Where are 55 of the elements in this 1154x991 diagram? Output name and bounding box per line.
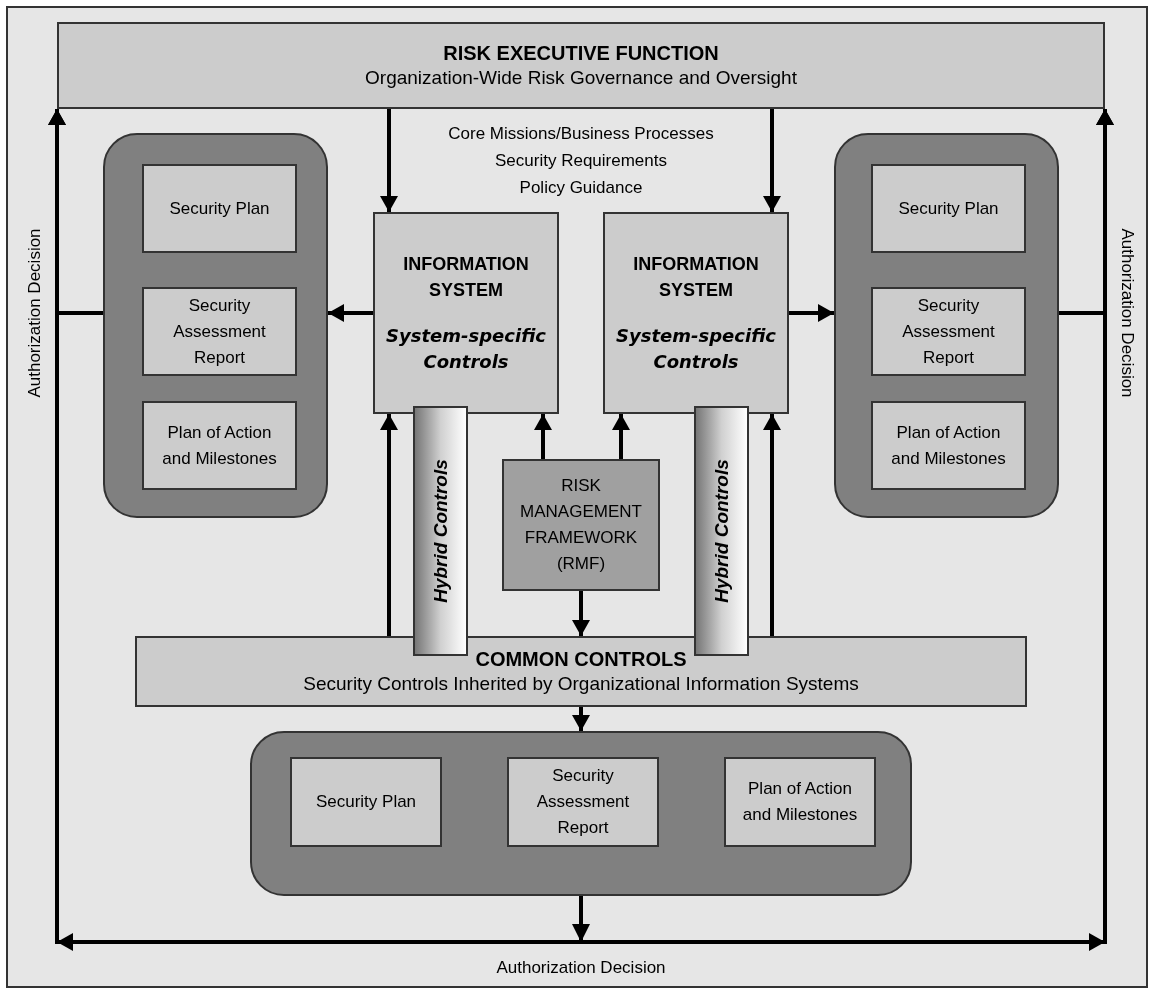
flow-label: Core Missions/Business Processes <box>448 123 714 145</box>
framework-box <box>502 459 660 591</box>
subheading: System-speciﬁc Controls <box>385 324 547 374</box>
subheading: Security Controls Inherited by Organizational Information Systems <box>303 672 859 696</box>
edge-label: Authorization Decision <box>24 228 46 398</box>
document-group-panel <box>834 133 1059 518</box>
flow-label: Policy Guidance <box>519 177 643 199</box>
process-band <box>135 636 1027 707</box>
hybrid-controls-bar <box>694 406 749 656</box>
document-box <box>724 757 876 847</box>
subheading: Organization-Wide Risk Governance and Oversight <box>365 66 797 90</box>
edge-label: Authorization Decision <box>1116 228 1138 398</box>
bar-label: Hybrid Controls <box>709 459 733 603</box>
document-group-panel <box>103 133 328 518</box>
box-label: Security Plan <box>898 197 999 220</box>
arrow <box>572 707 590 731</box>
document-box <box>871 401 1026 490</box>
hybrid-controls-bar <box>413 406 468 656</box>
edge-label: Authorization Decision <box>496 957 666 980</box>
box-label: Plan of Action and Milestones <box>890 421 1007 470</box>
arrow <box>763 109 781 212</box>
document-box <box>507 757 659 847</box>
box-label: Security Assessment Report <box>172 294 267 369</box>
arrow <box>572 591 590 636</box>
arrow <box>763 414 781 636</box>
box-label: Plan of Action and Milestones <box>741 778 859 826</box>
box-label: Security Assessment Report <box>901 294 996 369</box>
flow-label: Security Requirements <box>495 150 667 172</box>
document-box <box>290 757 442 847</box>
document-box <box>871 164 1026 253</box>
box-label: Security Assessment Report <box>535 765 631 839</box>
heading: RISK EXECUTIVE FUNCTION <box>443 41 719 67</box>
process-band <box>57 22 1105 109</box>
system-box <box>373 212 559 414</box>
heading: INFORMATION SYSTEM <box>402 253 530 302</box>
arrow <box>612 414 630 459</box>
document-group-panel <box>250 731 912 896</box>
arrow <box>534 414 552 459</box>
box-label: Security Plan <box>315 791 417 813</box>
document-box <box>142 401 297 490</box>
heading: INFORMATION SYSTEM <box>632 253 760 302</box>
box-label: Security Plan <box>169 197 270 220</box>
bar-label: Hybrid Controls <box>428 459 452 603</box>
subheading: System-speciﬁc Controls <box>615 324 777 374</box>
box-label: Plan of Action and Milestones <box>161 421 278 470</box>
arrow <box>380 414 398 636</box>
document-box <box>142 164 297 253</box>
box-label: RISK MANAGEMENT FRAMEWORK (RMF) <box>519 475 643 575</box>
document-box <box>142 287 297 376</box>
arrow <box>328 304 373 322</box>
heading: COMMON CONTROLS <box>475 647 687 673</box>
arrow <box>380 109 398 212</box>
arrow <box>789 304 834 322</box>
system-box <box>603 212 789 414</box>
document-box <box>871 287 1026 376</box>
